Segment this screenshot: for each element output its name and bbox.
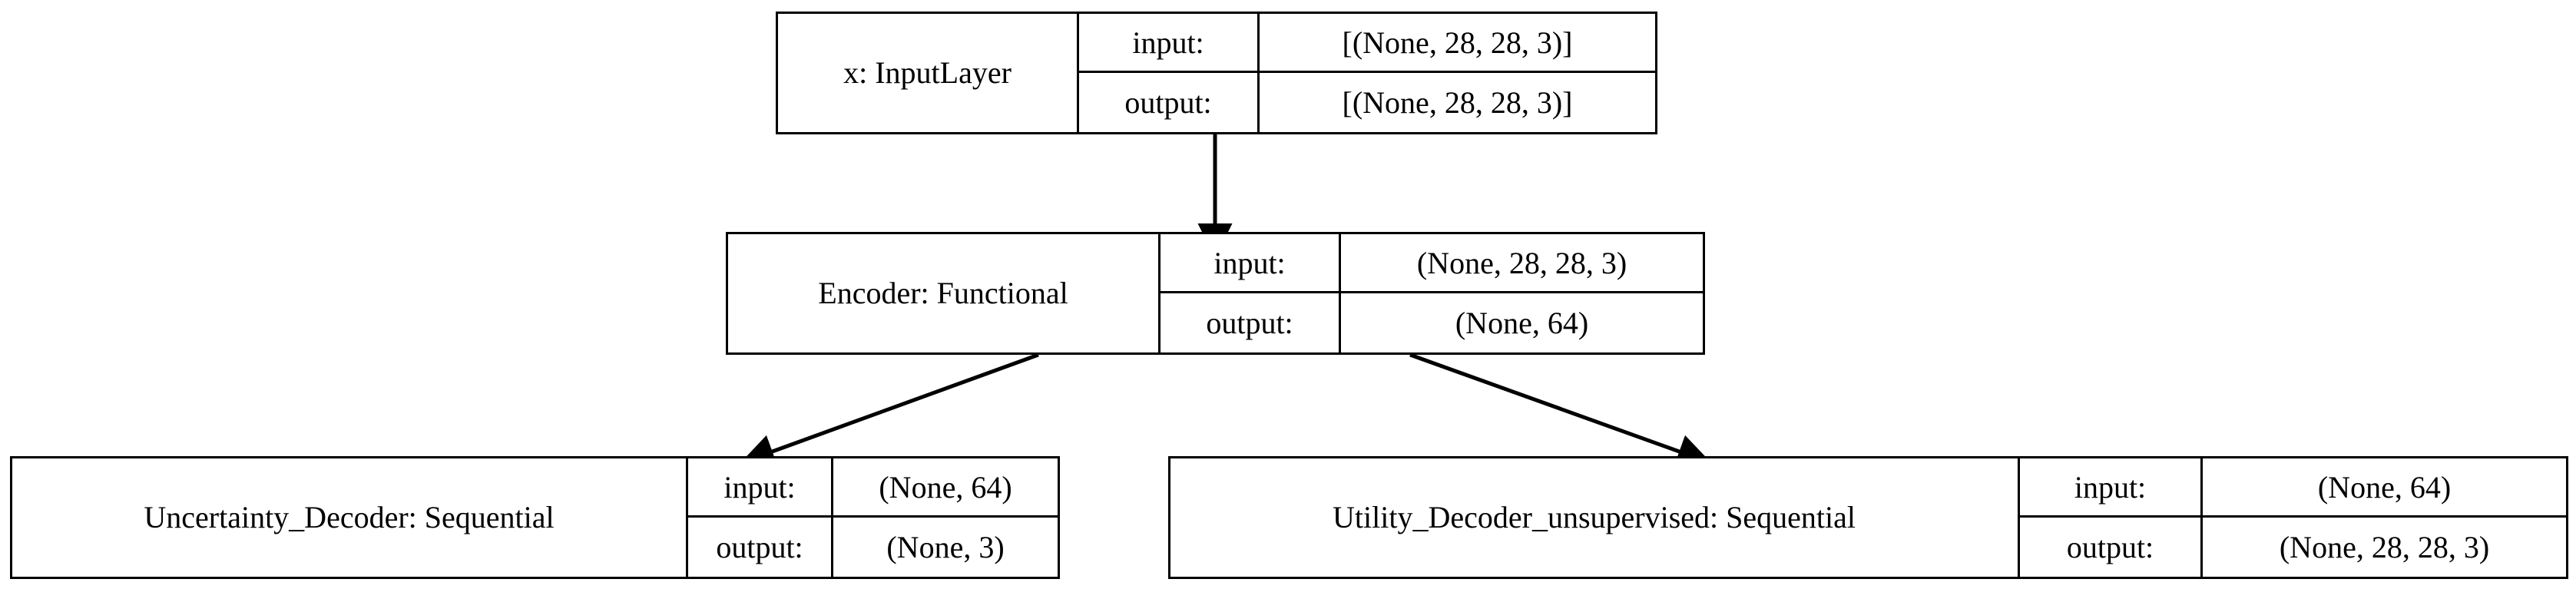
node-utility-decoder-unsupervised-title: Utility_Decoder_unsupervised: Sequential: [1170, 458, 2020, 577]
node-uncertainty-decoder-output-row: output: (None, 3): [688, 518, 1058, 577]
node-uncertainty-decoder-input-label: input:: [688, 458, 833, 515]
node-utility-decoder-unsupervised-input-row: input: (None, 64): [2020, 458, 2566, 518]
node-input-layer-output-value: [(None, 28, 28, 3)]: [1342, 85, 1573, 120]
node-encoder-input-label: input:: [1161, 234, 1341, 291]
node-encoder[interactable]: Encoder: Functional input: (None, 28, 28…: [726, 232, 1705, 355]
node-utility-decoder-unsupervised-io: input: (None, 64) output: (None, 28, 28,…: [2020, 458, 2566, 577]
node-utility-decoder-unsupervised[interactable]: Utility_Decoder_unsupervised: Sequential…: [1168, 456, 2568, 579]
node-utility-decoder-unsupervised-output-label: output:: [2020, 518, 2203, 577]
node-input-layer-input-label: input:: [1079, 14, 1260, 71]
node-uncertainty-decoder-output-value: (None, 3): [886, 530, 1005, 564]
node-input-layer[interactable]: x: InputLayer input: [(None, 28, 28, 3)]…: [776, 12, 1657, 134]
node-uncertainty-decoder-title: Uncertainty_Decoder: Sequential: [12, 458, 688, 577]
node-utility-decoder-unsupervised-input-value: (None, 64): [2317, 469, 2452, 505]
node-uncertainty-decoder-output-label: output:: [688, 518, 833, 577]
node-utility-decoder-unsupervised-output-row: output: (None, 28, 28, 3): [2020, 518, 2566, 577]
node-encoder-input-row: input: (None, 28, 28, 3): [1161, 234, 1703, 293]
node-input-layer-input-value: [(None, 28, 28, 3)]: [1342, 25, 1573, 60]
node-utility-decoder-unsupervised-input-label: input:: [2020, 458, 2203, 515]
node-input-layer-input-row: input: [(None, 28, 28, 3)]: [1079, 14, 1655, 73]
node-encoder-output-row: output: (None, 64): [1161, 293, 1703, 352]
node-utility-decoder-unsupervised-output-value: (None, 28, 28, 3): [2279, 530, 2490, 564]
node-uncertainty-decoder[interactable]: Uncertainty_Decoder: Sequential input: (…: [10, 456, 1060, 579]
node-encoder-output-value: (None, 64): [1455, 306, 1589, 340]
edge-encoder-to-utility-decoder: [1409, 352, 1712, 468]
node-uncertainty-decoder-input-value: (None, 64): [879, 469, 1012, 505]
node-encoder-io: input: (None, 28, 28, 3) output: (None, …: [1161, 234, 1703, 352]
edge-encoder-to-uncertainty-decoder: [740, 352, 1039, 468]
node-input-layer-io: input: [(None, 28, 28, 3)] output: [(Non…: [1079, 14, 1655, 132]
node-encoder-output-label: output:: [1161, 293, 1341, 352]
node-input-layer-output-row: output: [(None, 28, 28, 3)]: [1079, 73, 1655, 132]
node-input-layer-title: x: InputLayer: [778, 14, 1079, 132]
node-encoder-title: Encoder: Functional: [728, 234, 1161, 352]
node-input-layer-output-label: output:: [1079, 73, 1260, 132]
node-uncertainty-decoder-input-row: input: (None, 64): [688, 458, 1058, 518]
node-uncertainty-decoder-io: input: (None, 64) output: (None, 3): [688, 458, 1058, 577]
node-encoder-input-value: (None, 28, 28, 3): [1416, 245, 1627, 280]
